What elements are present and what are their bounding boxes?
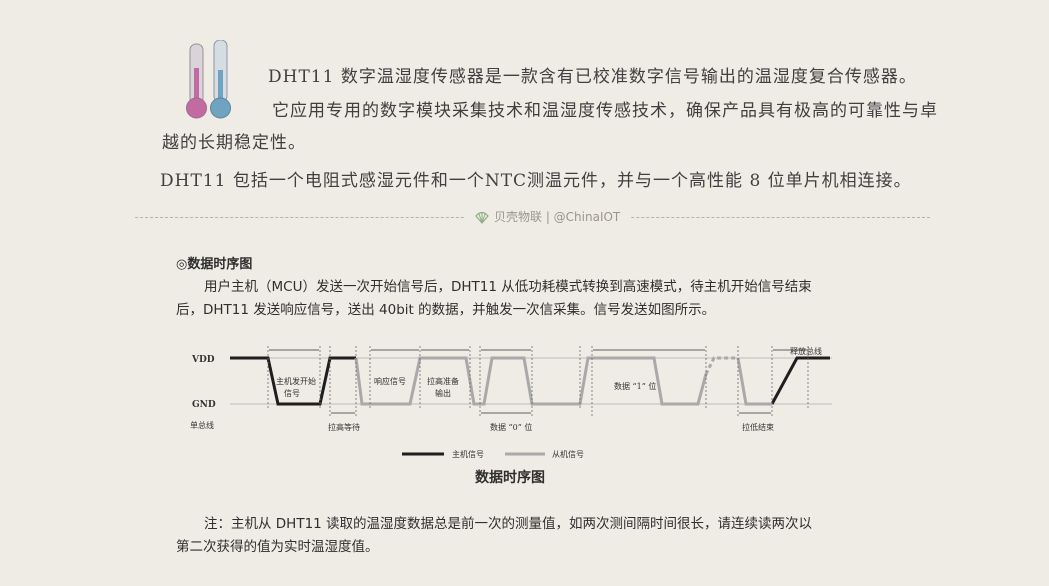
ready-label-2: 输出: [435, 388, 451, 398]
intro-line-3: 越的长期稳定性。: [162, 133, 306, 153]
host-start-label-1: 主机发开始: [276, 376, 316, 386]
host-signal-end: [770, 356, 830, 405]
section-para-line-1: 用户主机（MCU）发送一次开始信号后，DHT11 从低功耗模式转换到高速模式，待…: [204, 279, 812, 295]
response-label: 响应信号: [374, 376, 406, 386]
diagram-caption: 数据时序图: [475, 470, 545, 486]
slave-signal-gap: [704, 356, 738, 375]
section-para-line-2: 后，DHT11 发送响应信号，送出 40bit 的数据，并触发一次信采集。信号发…: [176, 302, 716, 318]
brand-watermark: 贝壳物联 | @ChinaIOT: [465, 208, 631, 225]
intro-line-2: 它应用专用的数字模块采集技术和温湿度传感技术，确保产品具有极高的可靠性与卓: [272, 101, 938, 121]
bit1-label: 数据 “1” 位: [614, 381, 656, 391]
intro-line-1: DHT11 数字温湿度传感器是一款含有已校准数字信号输出的温湿度复合传感器。: [268, 67, 917, 87]
bit0-label: 数据 “0” 位: [490, 422, 532, 432]
ready-label-1: 拉高准备: [427, 376, 459, 386]
note-line-2: 第二次获得的值为实时温湿度值。: [176, 539, 379, 555]
vdd-label: VDD: [191, 355, 215, 365]
slave-signal-tail: [736, 357, 772, 406]
host-start-label-2: 信号: [284, 388, 300, 398]
host-signal-start: [230, 356, 356, 406]
section-title: ◎数据时序图: [176, 257, 253, 272]
legend-slave-label: 从机信号: [552, 449, 584, 459]
slave-signal: [354, 356, 708, 406]
gnd-label: GND: [192, 400, 216, 410]
bus-label: 单总线: [190, 420, 214, 430]
note-line-1: 注：主机从 DHT11 读取的温湿度数据总是前一次的测量值，如两次测间隔时间很长…: [204, 516, 813, 532]
release-label: 释放总线: [790, 346, 822, 356]
brand-text: 贝壳物联 | @ChinaIOT: [494, 210, 621, 224]
thermometer-icon: [186, 40, 231, 119]
intro-line-4: DHT11 包括一个电阻式感湿元件和一个NTC测温元件，并与一个高性能 8 位单…: [160, 171, 912, 191]
pull-wait-label: 拉高等待: [328, 422, 360, 432]
legend-host-label: 主机信号: [452, 449, 484, 459]
end-label: 拉低结束: [742, 422, 774, 432]
shell-icon: [475, 211, 489, 224]
